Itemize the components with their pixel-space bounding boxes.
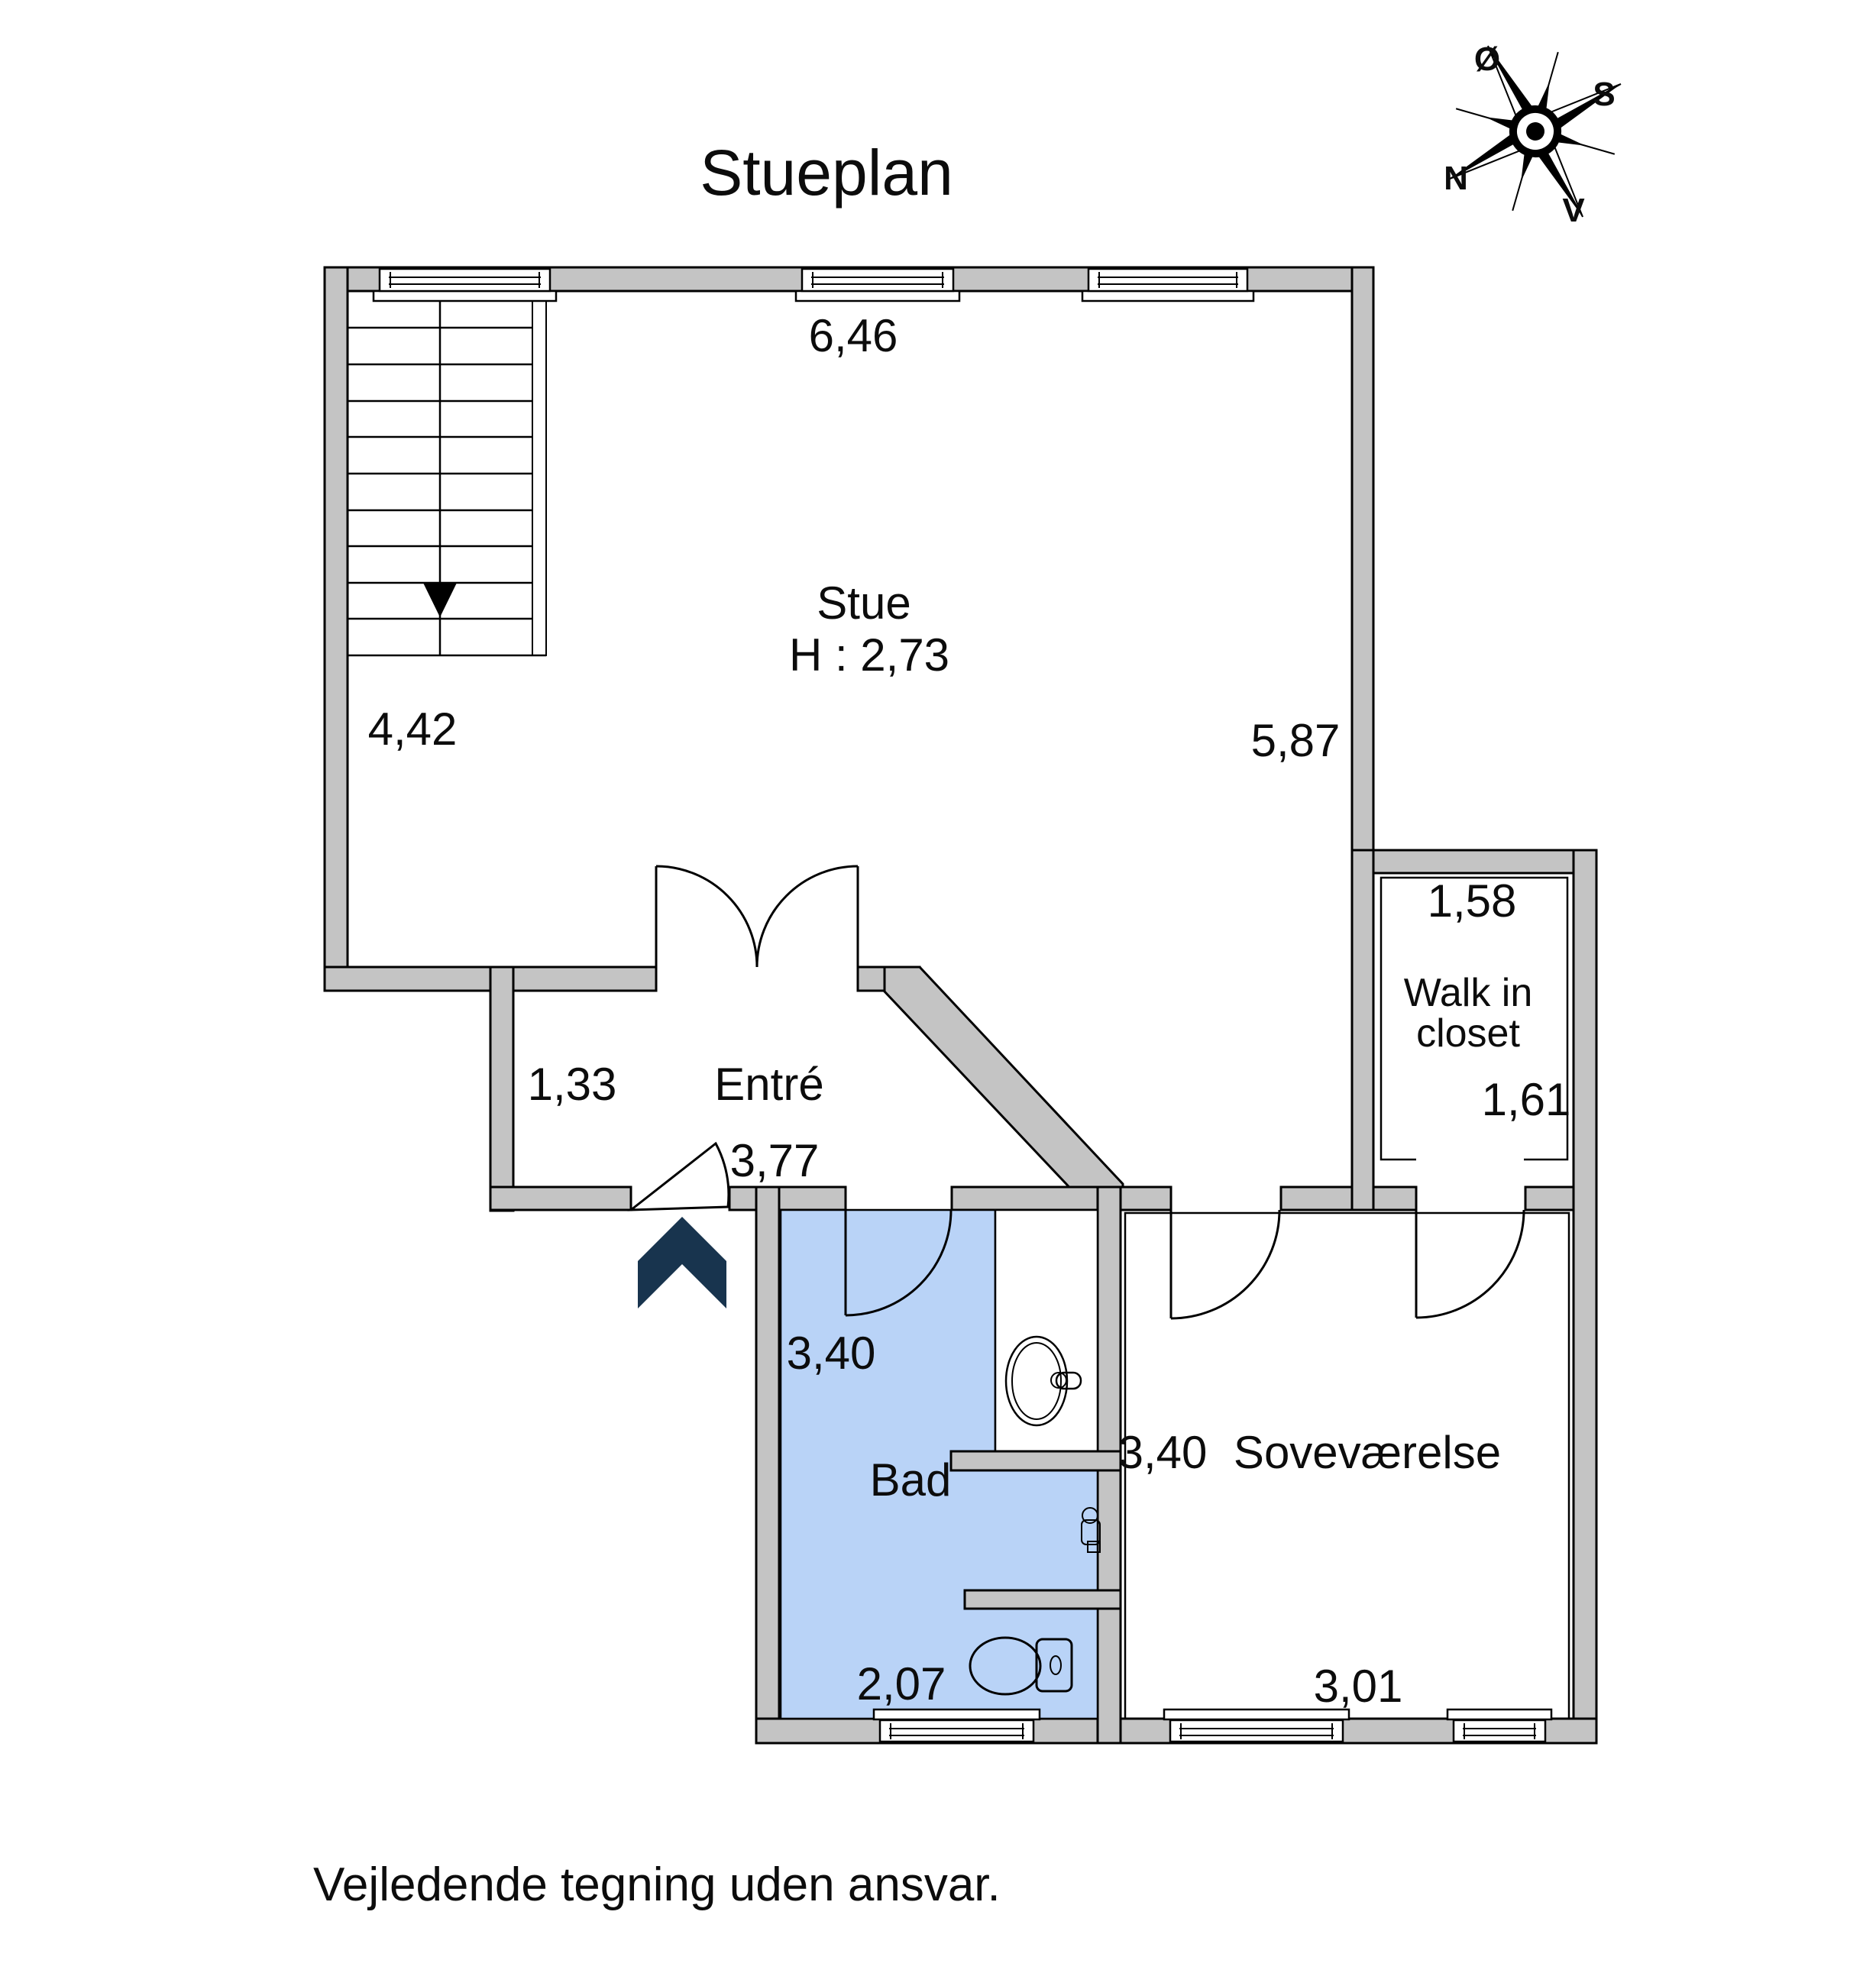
wall-segment bbox=[755, 1185, 781, 1745]
compass-north-label: N bbox=[1444, 160, 1468, 197]
dim-bad-left: 3,40 bbox=[787, 1328, 876, 1379]
sink-icon bbox=[1004, 1335, 1082, 1427]
toilet-icon bbox=[969, 1636, 1073, 1696]
dim-stue-left: 4,42 bbox=[368, 704, 458, 755]
wall-segment-diagonal bbox=[883, 966, 1124, 1211]
entry-arrow-icon bbox=[638, 1217, 726, 1308]
dim-stue-top: 6,46 bbox=[809, 310, 898, 361]
window bbox=[872, 1708, 1041, 1743]
closet-door bbox=[1415, 1209, 1525, 1319]
room-name-sovevaerelse: Soveværelse bbox=[1234, 1427, 1501, 1478]
dim-sovevaerelse-left: 3,40 bbox=[1118, 1427, 1208, 1478]
window bbox=[794, 267, 961, 302]
dim-closet-top: 1,58 bbox=[1428, 875, 1517, 927]
wall-segment bbox=[1350, 266, 1375, 875]
compass-east-label: Ø bbox=[1474, 40, 1500, 78]
room-name-stue: Stue bbox=[817, 577, 911, 629]
vanity-alcove bbox=[994, 1208, 1099, 1453]
bathroom-door bbox=[844, 1209, 953, 1317]
room-name-bad: Bad bbox=[870, 1454, 952, 1506]
compass-west-label: V bbox=[1562, 192, 1585, 229]
disclaimer-text: Vejledende tegning uden ansvar. bbox=[313, 1858, 1001, 1911]
bathroom-fixtures bbox=[969, 1335, 1101, 1696]
wall-segment bbox=[950, 1185, 1172, 1211]
double-door bbox=[655, 865, 859, 968]
dim-stue-right: 5,87 bbox=[1251, 715, 1341, 766]
window bbox=[1081, 267, 1255, 302]
wall-segment bbox=[323, 266, 349, 992]
stairs-down-arrow-icon bbox=[423, 583, 457, 617]
shower-mixer-icon bbox=[1081, 1507, 1101, 1553]
wall-segment bbox=[1350, 849, 1598, 875]
windows bbox=[372, 267, 1553, 1743]
room-name-closet-line1: Walk in bbox=[1404, 971, 1533, 1015]
stair-rail-wall bbox=[532, 290, 547, 656]
room-name-closet-line2: closet bbox=[1416, 1011, 1520, 1056]
wall-segment bbox=[949, 1450, 1122, 1472]
window bbox=[1163, 1708, 1350, 1743]
wall-segment bbox=[1279, 1185, 1418, 1211]
dim-sovevaerelse-bottom: 3,01 bbox=[1314, 1661, 1403, 1712]
bathroom-stub-walls bbox=[949, 1450, 1122, 1610]
dim-entre-bottom: 3,77 bbox=[730, 1135, 820, 1186]
wall-segment bbox=[489, 1185, 632, 1211]
wall-segment bbox=[1572, 849, 1598, 1745]
wall-segment bbox=[778, 1185, 847, 1211]
stue-ceiling-height: H : 2,73 bbox=[789, 629, 949, 681]
wall-segment bbox=[963, 1589, 1122, 1610]
wall-segment bbox=[1350, 849, 1375, 1211]
doors bbox=[627, 865, 1525, 1320]
window bbox=[372, 267, 558, 302]
floor-plan: Stue H : 2,73 6,46 4,42 5,87 Entré 1,33 … bbox=[323, 266, 1598, 1745]
entry-door bbox=[627, 1141, 730, 1211]
dim-closet-right: 1,61 bbox=[1482, 1074, 1571, 1125]
bedroom-door bbox=[1169, 1209, 1281, 1320]
dim-bad-bottom: 2,07 bbox=[857, 1658, 946, 1709]
page-title: Stueplan bbox=[700, 137, 953, 209]
stairs bbox=[348, 290, 547, 657]
compass-south-label: S bbox=[1593, 76, 1615, 113]
window bbox=[1446, 1708, 1553, 1743]
closet-inner-outline bbox=[1380, 876, 1569, 1161]
room-name-entre: Entré bbox=[714, 1059, 823, 1110]
compass-icon: Ø S N V bbox=[1444, 40, 1622, 229]
room-labels: Stue H : 2,73 6,46 4,42 5,87 Entré 1,33 … bbox=[368, 310, 1571, 1712]
wall-segment bbox=[489, 966, 515, 1212]
dim-entre-left: 1,33 bbox=[528, 1059, 617, 1110]
